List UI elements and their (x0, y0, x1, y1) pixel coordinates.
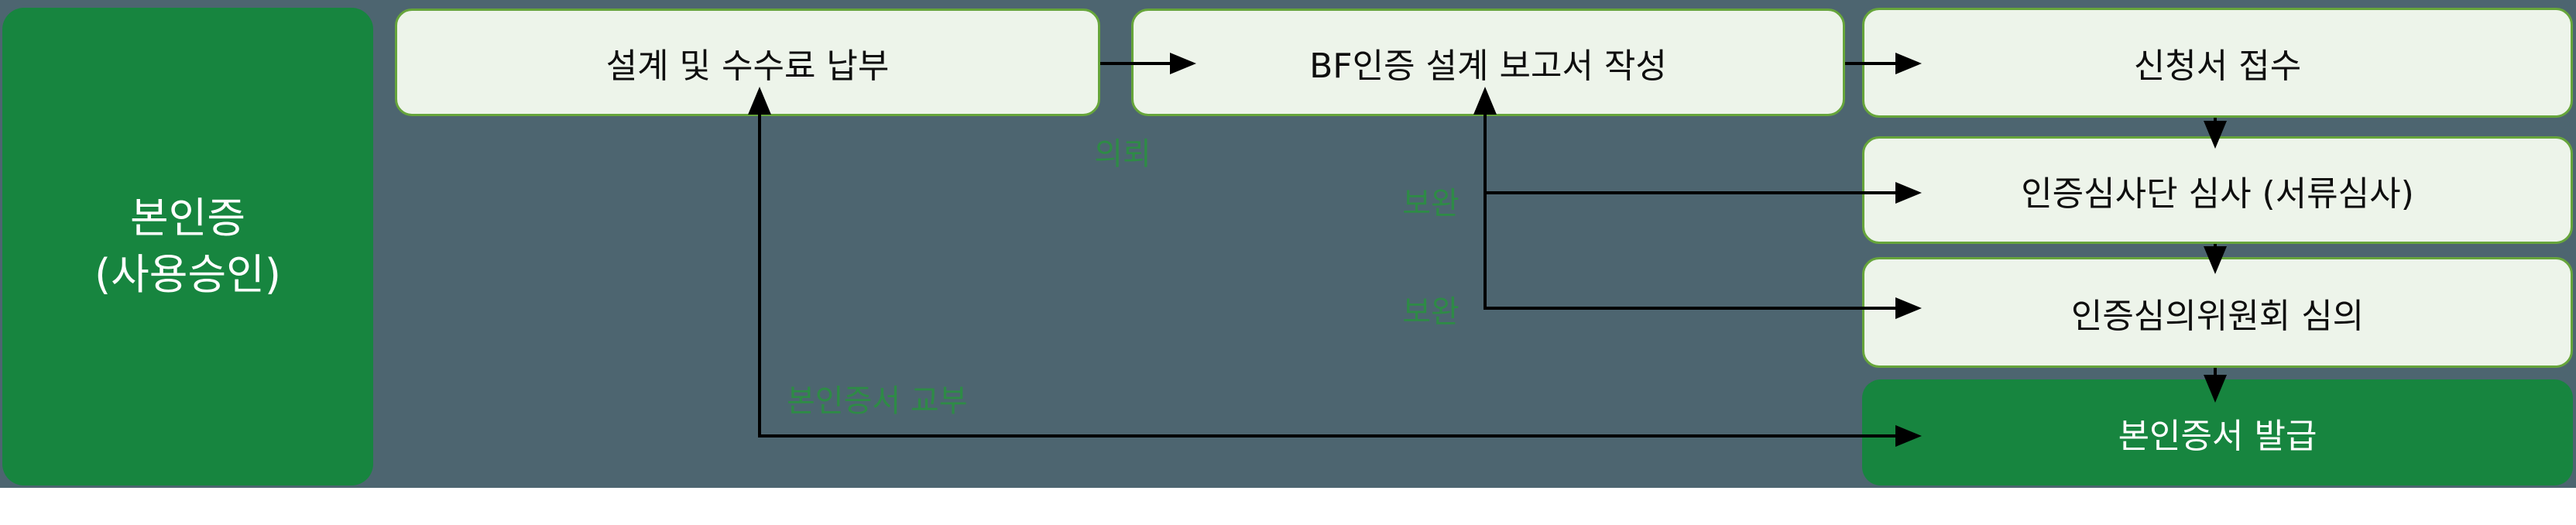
node-label: 설계 및 수수료 납부 (605, 46, 890, 86)
edge-label-certificate-delivery: 본인증서 교부 (787, 383, 968, 419)
node-application-receipt: 신청서 접수 (1862, 8, 2573, 118)
arrow-design-to-report-line (1100, 62, 1173, 65)
arrow-committee-to-issuance-head (2204, 375, 2227, 403)
arrow-delivery-to-issuance-head (1895, 425, 1922, 447)
edge-label-supplement-jury: 보완 (1402, 186, 1460, 221)
stage-title-line2: (사용승인) (94, 249, 281, 299)
arrow-committee-to-issuance-line (2214, 368, 2217, 379)
connector-supplement-to-jury-line (1484, 191, 1897, 194)
node-label: 본인증서 발급 (2118, 416, 2317, 456)
node-committee-deliberation: 인증심의위원회 심의 (1862, 257, 2573, 368)
node-label: 인증심사단 심사 (서류심사) (2021, 173, 2414, 214)
arrow-delivery-to-design-head (748, 87, 771, 115)
connector-delivery-vertical-line (758, 112, 761, 438)
arrow-application-to-jury-head (2204, 121, 2227, 149)
node-jury-document-review: 인증심사단 심사 (서류심사) (1862, 136, 2573, 244)
arrow-supplement-to-report-head (1473, 87, 1497, 115)
arrow-report-to-application-line (1845, 62, 1895, 65)
node-label: 인증심의위원회 심의 (2070, 296, 2365, 336)
arrow-report-to-application-head (1895, 53, 1922, 74)
edge-label-request: 의뢰 (1094, 136, 1151, 172)
node-design-fee-payment: 설계 및 수수료 납부 (395, 9, 1100, 116)
arrow-jury-to-committee-head (2204, 246, 2227, 274)
connector-supplement-to-committee-line (1484, 307, 1897, 310)
stage-title-line1: 본인증 (129, 193, 246, 242)
arrow-supplement-to-jury-head (1895, 182, 1922, 204)
node-label: 신청서 접수 (2133, 46, 2302, 86)
connector-delivery-horizontal-line (758, 434, 1897, 438)
edge-label-supplement-committee: 보완 (1402, 294, 1460, 330)
arrow-supplement-to-committee-head (1895, 297, 1922, 319)
node-main-certification-stage: 본인증 (사용승인) (2, 8, 373, 486)
connector-supplement-vertical-line (1484, 112, 1487, 310)
node-label: BF인증 설계 보고서 작성 (1309, 46, 1667, 86)
arrow-design-to-report-head (1170, 53, 1196, 74)
